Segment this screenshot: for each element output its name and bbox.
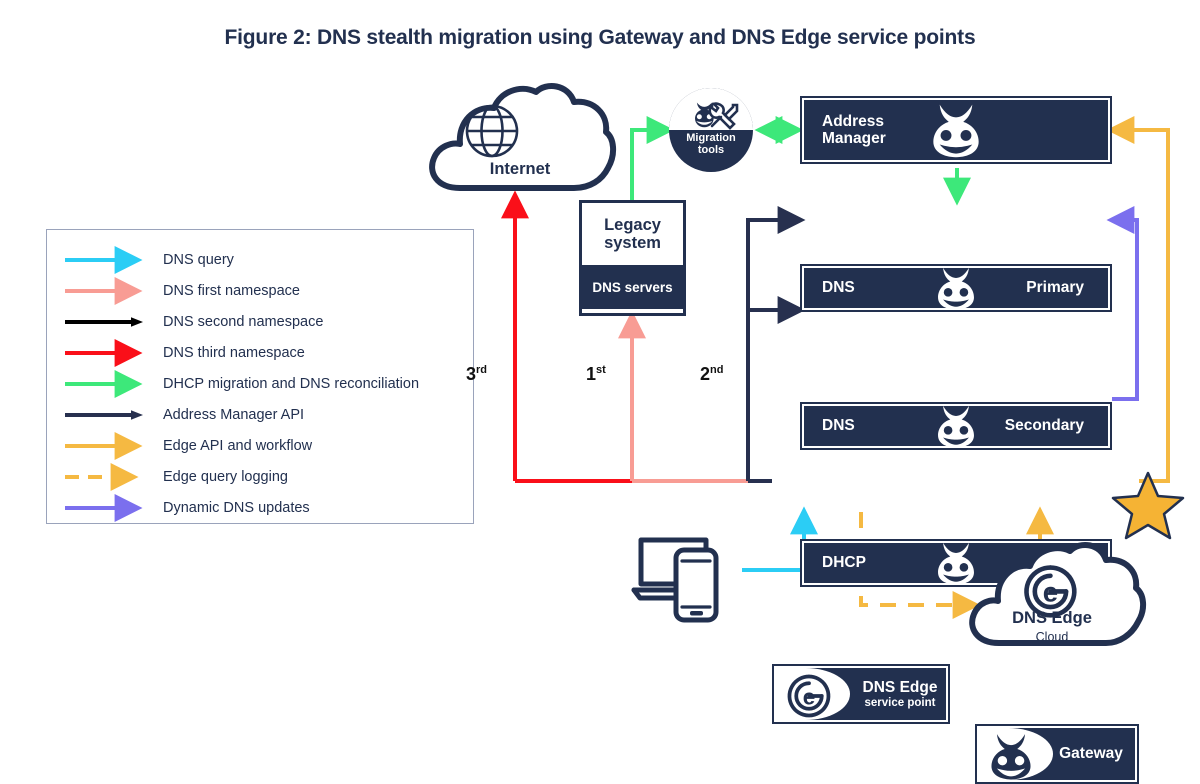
legend-swatch-dynamic-dns-updates	[63, 493, 149, 522]
migration-tools-label: Migration tools	[686, 132, 736, 157]
legend-label: Edge query logging	[163, 468, 288, 485]
legacy-system-footer: DNS servers	[582, 265, 683, 309]
page-title: Figure 2: DNS stealth migration using Ga…	[224, 26, 976, 49]
node-client-devices[interactable]	[631, 528, 750, 628]
star-badge	[1110, 470, 1186, 542]
dns-primary-left-label: DNS	[822, 279, 855, 296]
ordinal-second: 2nd	[700, 364, 724, 384]
bluecat-logo-icon	[938, 405, 974, 448]
star-icon	[1111, 471, 1185, 540]
legend-item: Dynamic DNS updates	[47, 492, 473, 523]
svg-text:e: e	[803, 684, 816, 709]
node-dns-primary[interactable]: DNS Primary	[800, 264, 1112, 312]
gateway-label: Gateway	[1059, 745, 1123, 762]
legend-item: DNS second namespace	[47, 306, 473, 337]
globe-icon	[465, 104, 519, 158]
legend-item: DHCP migration and DNS reconciliation	[47, 368, 473, 399]
legend-item: Edge query logging	[47, 461, 473, 492]
legend-swatch-edge-query-logging	[63, 462, 149, 491]
legend-swatch-dns-first-namespace	[63, 276, 149, 305]
legacy-system-label: Legacy system	[604, 215, 661, 252]
bluecat-tools-icon	[695, 101, 739, 130]
legend-label: DNS first namespace	[163, 282, 300, 299]
node-dns-secondary[interactable]: DNS Secondary	[800, 402, 1112, 450]
legend-swatch-dns-query	[63, 245, 149, 274]
ordinal-first: 1st	[586, 364, 606, 384]
dns-edge-service-point-label: DNS Edge service point	[862, 679, 938, 709]
cloud-shape	[969, 541, 1146, 646]
laptop-phone-icon	[631, 537, 719, 623]
dns-edge-cloud-sublabel: Cloud	[1035, 630, 1069, 644]
legend-swatch-dns-third-namespace	[63, 338, 149, 367]
dns-edge-cloud-label: DNS Edge	[1012, 609, 1092, 627]
dhcp-left-label: DHCP	[822, 554, 866, 571]
legend-item: DNS first namespace	[47, 275, 473, 306]
dns-primary-right-label: Primary	[1026, 279, 1084, 296]
legend-label: Edge API and workflow	[163, 437, 313, 454]
legend-item: Address Manager API	[47, 399, 473, 430]
legend-label: DHCP migration and DNS reconciliation	[163, 375, 420, 392]
legend-label: DNS query	[163, 251, 234, 268]
node-dns-edge-service-point[interactable]: e DNS Edge service point	[772, 664, 950, 724]
legend-swatch-dhcp-migration	[63, 369, 149, 398]
node-dns-edge-cloud[interactable]: e DNS Edge Cloud	[963, 530, 1146, 656]
svg-text:e: e	[1043, 577, 1058, 608]
address-manager-label: Address Manager	[822, 112, 886, 147]
ordinal-third: 3rd	[466, 364, 488, 384]
bluecat-logo-icon	[991, 734, 1031, 780]
legend-label: DNS third namespace	[163, 344, 305, 361]
node-address-manager[interactable]: Address Manager	[800, 96, 1112, 164]
dns-secondary-left-label: DNS	[822, 417, 855, 434]
bluecat-logo-icon	[933, 104, 979, 158]
internet-label: Internet	[489, 160, 551, 178]
legend-item: DNS query	[47, 244, 473, 275]
legend-item: DNS third namespace	[47, 337, 473, 368]
node-migration-tools[interactable]: Migration tools	[669, 88, 753, 172]
node-gateway[interactable]: Gateway	[975, 724, 1139, 784]
node-internet[interactable]: Internet	[422, 76, 618, 200]
edge-e-icon: e	[787, 674, 831, 718]
bluecat-logo-icon	[938, 542, 974, 585]
legend-panel: DNS query DNS first namespace DNS second…	[46, 229, 474, 524]
legend-label: Address Manager API	[163, 406, 305, 423]
legend-swatch-dns-second-namespace	[63, 315, 149, 329]
legend-swatch-address-manager-api	[63, 408, 149, 422]
node-legacy-system[interactable]: Legacy system DNS servers	[579, 200, 686, 316]
legend-swatch-edge-api-workflow	[63, 431, 149, 460]
edge-e-icon: e	[1024, 565, 1077, 618]
legend-label: DNS second namespace	[163, 313, 324, 330]
bluecat-logo-icon	[938, 267, 974, 310]
legend-item: Edge API and workflow	[47, 430, 473, 461]
legend-label: Dynamic DNS updates	[163, 499, 310, 516]
dns-secondary-right-label: Secondary	[1004, 417, 1084, 434]
